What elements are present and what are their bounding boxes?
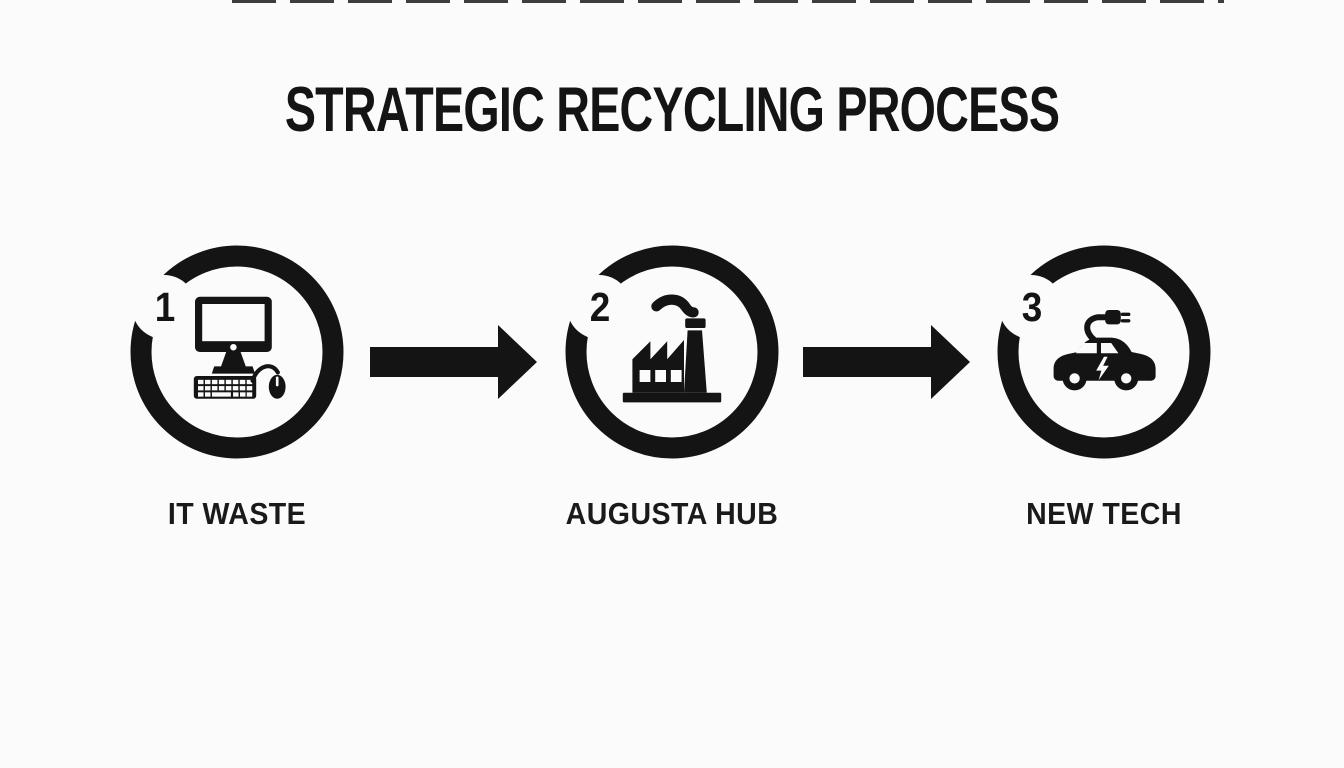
desktop-computer-icon (193, 296, 286, 399)
step-ring-icon (130, 245, 344, 459)
top-edge-crop-artifact (232, 0, 1224, 3)
step-number-badge: 1 (154, 284, 176, 330)
process-step-2: 2 (565, 245, 779, 459)
arrow-right-icon (370, 325, 537, 399)
process-step-3: 3 (997, 245, 1211, 459)
process-step-1: 1 (130, 245, 344, 459)
step-ring-icon (565, 245, 779, 459)
step-label-augusta-hub: AUGUSTA HUB (565, 496, 779, 531)
electric-car-icon (1053, 310, 1156, 391)
factory-icon (622, 294, 722, 403)
arrow-right-icon (803, 325, 970, 399)
step-ring-icon (997, 245, 1211, 459)
step-number-badge: 2 (589, 284, 611, 330)
step-number-badge: 3 (1021, 284, 1043, 330)
step-label-it-waste: IT WASTE (167, 496, 307, 531)
page-title: STRATEGIC RECYCLING PROCESS (284, 75, 1060, 145)
step-label-new-tech: NEW TECH (1026, 496, 1182, 531)
